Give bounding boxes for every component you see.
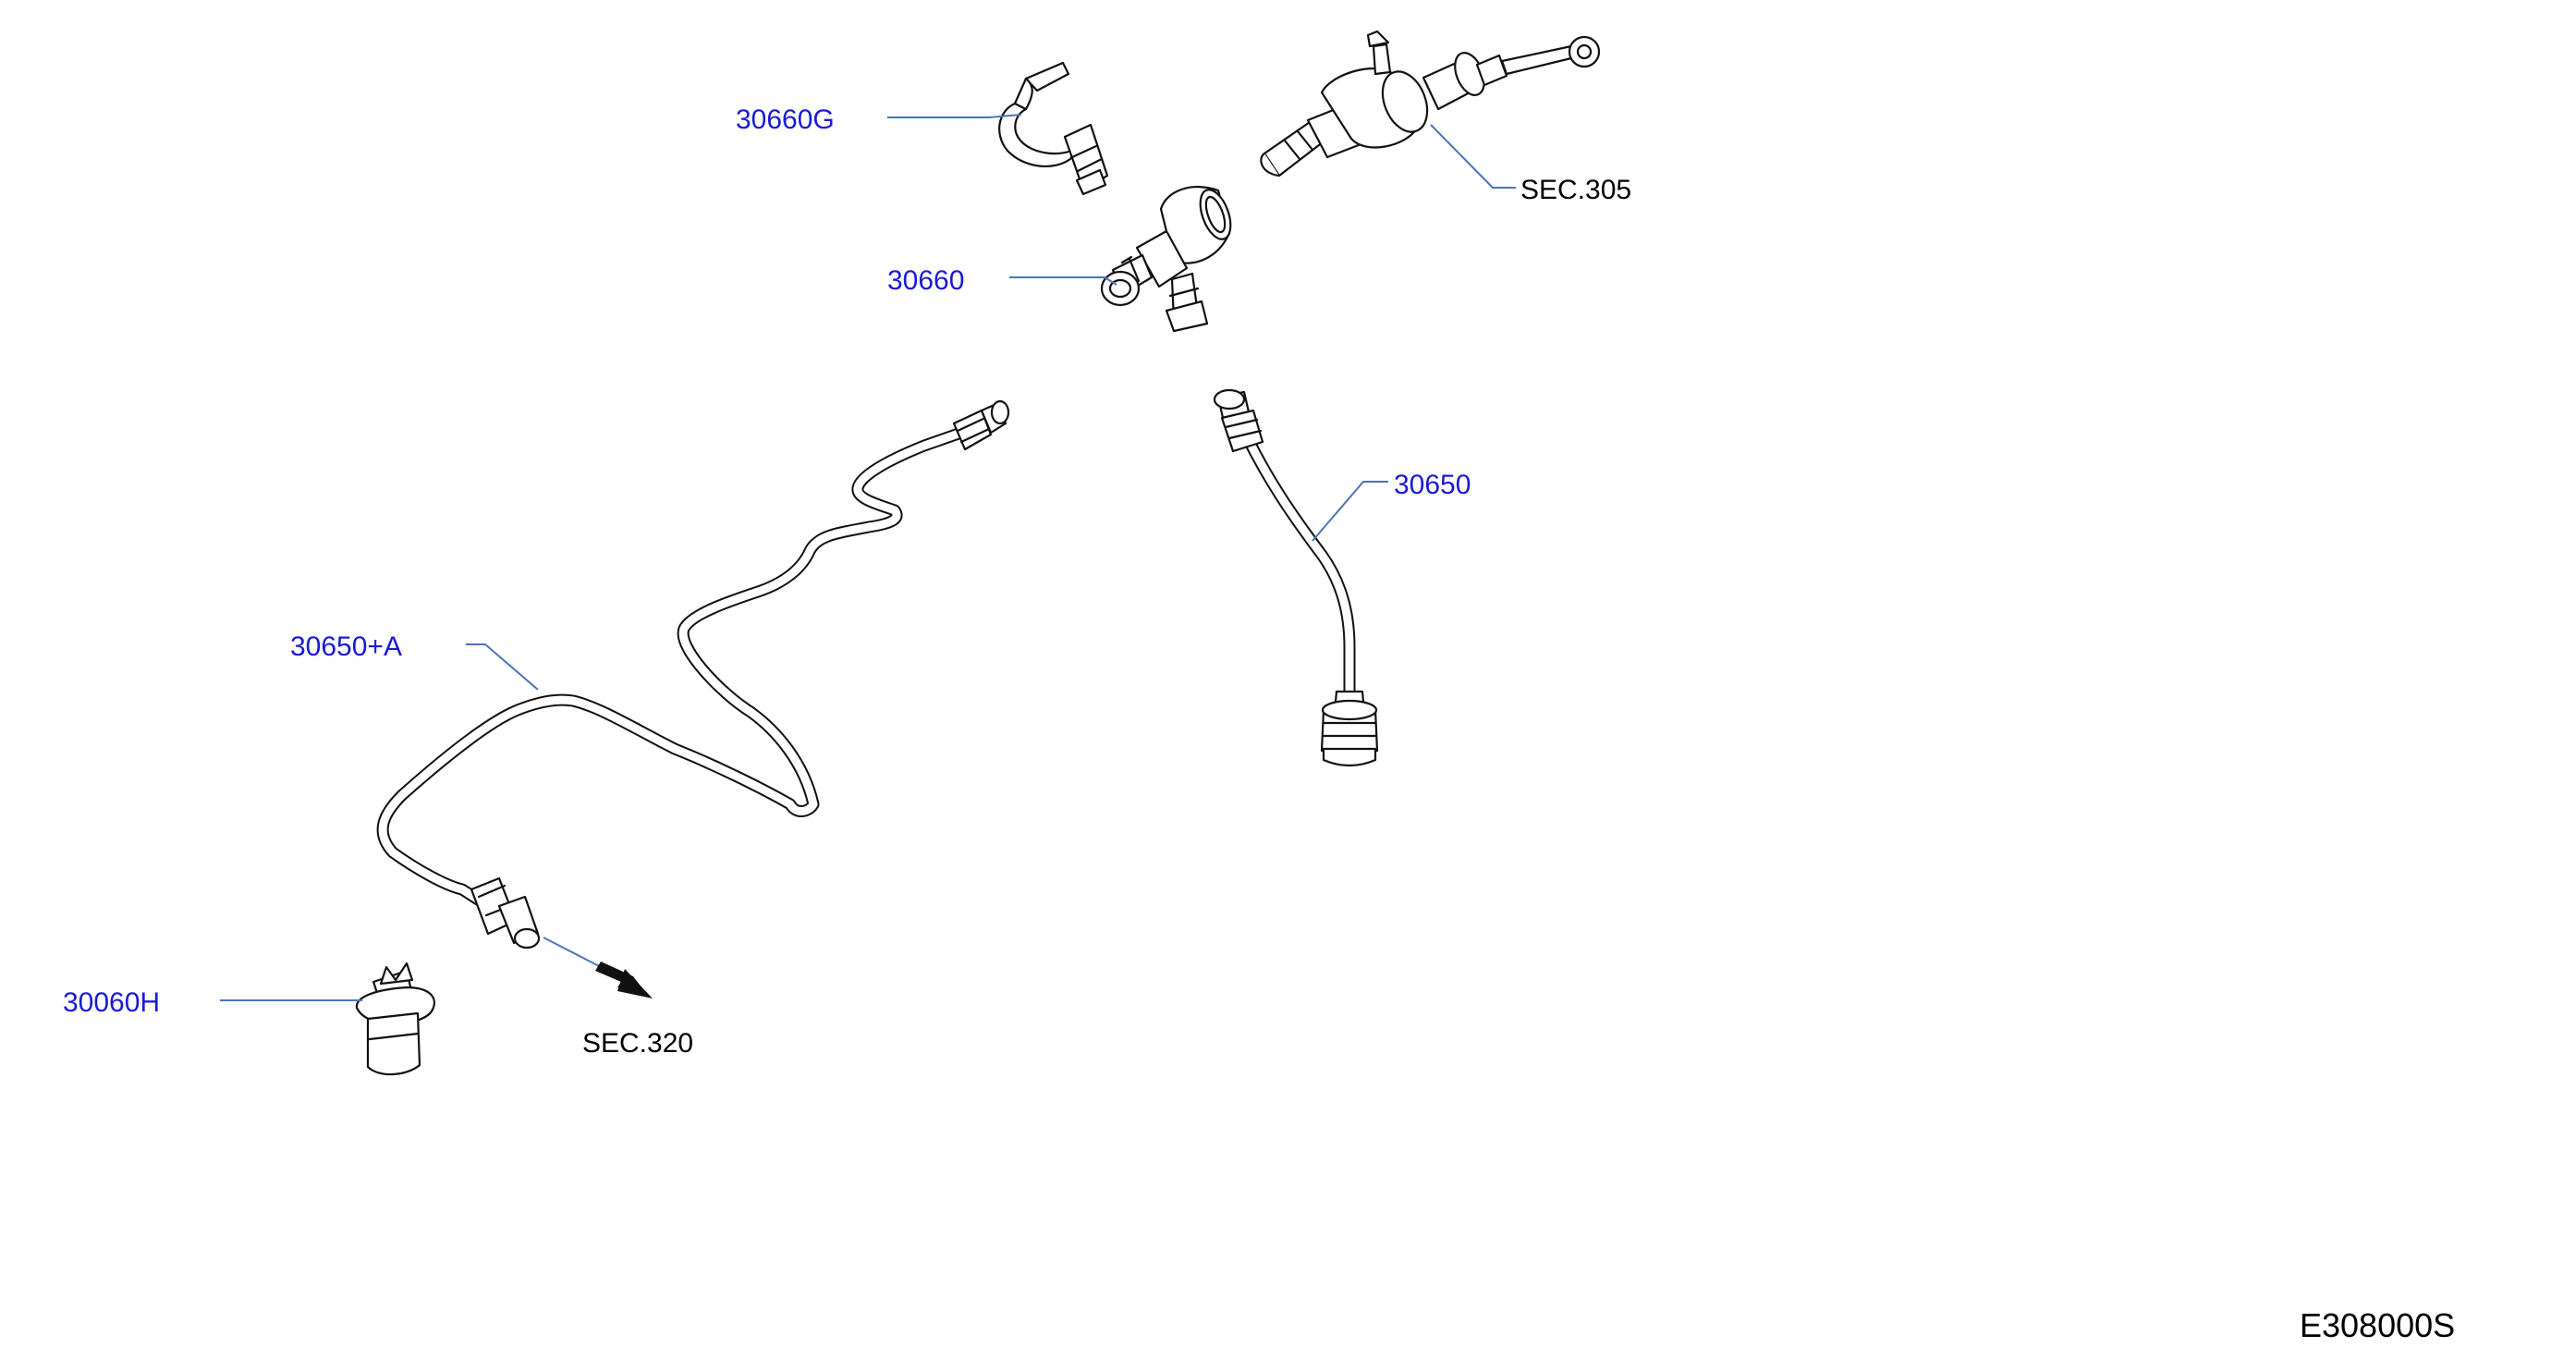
damper-30660-drawing [1100,186,1232,333]
master-cylinder-drawing [1260,30,1601,178]
part-label-30660g[interactable]: 30660G [736,104,835,135]
leader-30660g [887,114,1022,118]
section-ref-sec320[interactable]: SEC.320 [582,1028,693,1059]
leader-30650a [466,643,539,691]
part-label-30650[interactable]: 30650 [1394,470,1471,500]
part-label-30660[interactable]: 30660 [887,265,964,296]
tube-30650a-drawing [376,399,1010,949]
leader-sec305 [1430,124,1516,189]
leader-30650 [1312,481,1388,542]
part-label-30060h[interactable]: 30060H [63,987,160,1018]
clip-30060h-drawing [355,962,435,1076]
part-label-30650a[interactable]: 30650+A [290,631,402,662]
leader-30660 [1009,276,1117,286]
diagram-code: E308000S [2300,1306,2455,1344]
section-ref-sec305[interactable]: SEC.305 [1520,175,1631,205]
direction-arrow [543,937,653,998]
tube-30650-drawing [1213,388,1379,767]
clip-30660g-drawing [998,61,1109,196]
